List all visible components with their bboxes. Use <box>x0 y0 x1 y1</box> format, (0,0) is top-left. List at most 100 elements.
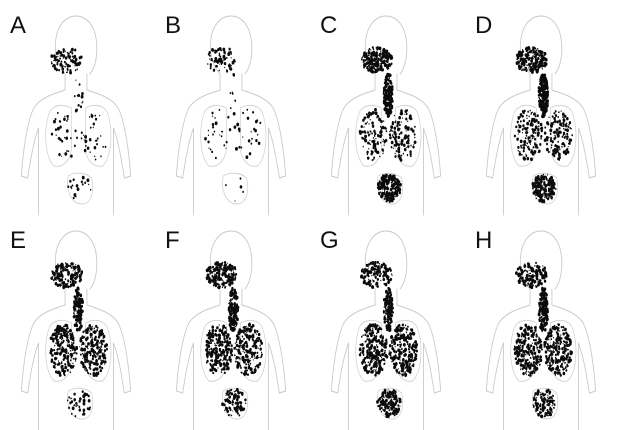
deposit-stomach <box>89 406 91 408</box>
deposit-lungs <box>212 123 214 126</box>
deposit-head <box>527 69 528 70</box>
deposit-lungs <box>85 370 86 372</box>
deposit-lungs <box>259 357 260 358</box>
deposit-head <box>213 278 215 280</box>
deposit-lungs <box>243 351 244 352</box>
deposit-lungs <box>55 128 57 131</box>
deposit-trachea <box>389 331 390 332</box>
deposit-head <box>218 70 219 72</box>
deposit-lungs <box>63 325 65 327</box>
deposit-lungs <box>259 363 261 366</box>
deposit-trachea <box>79 326 82 330</box>
deposit-lungs <box>93 330 96 334</box>
deposit-stomach <box>230 409 232 411</box>
deposit-lungs <box>360 344 362 346</box>
deposit-head <box>534 61 537 65</box>
deposit-head <box>56 271 57 272</box>
deposit-head <box>231 57 232 58</box>
deposit-head <box>525 284 526 286</box>
deposit-lungs <box>236 345 238 347</box>
deposit-stomach <box>387 408 388 409</box>
deposit-head <box>531 63 532 65</box>
deposit-lungs <box>376 324 378 327</box>
deposit-head <box>541 56 544 59</box>
deposit-lungs <box>406 368 409 372</box>
deposit-lungs <box>63 118 66 121</box>
deposit-lungs <box>249 365 251 367</box>
deposit-lungs <box>226 341 229 345</box>
deposit-lungs <box>389 133 391 136</box>
deposit-lungs <box>546 143 548 146</box>
deposit-head <box>65 266 66 268</box>
deposit-lungs <box>380 350 381 352</box>
deposit-head <box>57 56 58 58</box>
deposit-lungs <box>250 363 251 365</box>
deposit-trachea <box>390 89 393 93</box>
deposit-head <box>539 282 541 285</box>
deposit-lungs <box>104 344 107 347</box>
deposit-head <box>381 59 382 61</box>
deposit-trachea <box>231 293 233 295</box>
deposit-head <box>386 269 389 273</box>
deposit-head <box>224 286 226 288</box>
deposit-trachea <box>234 290 235 291</box>
deposit-head <box>212 60 213 62</box>
deposit-lungs <box>57 372 59 374</box>
deposit-head <box>235 276 236 277</box>
deposit-lungs <box>523 140 526 144</box>
deposit-lungs <box>550 137 552 139</box>
deposit-lungs <box>533 136 535 138</box>
deposit-lungs <box>56 357 58 359</box>
deposit-lungs <box>553 117 556 120</box>
deposit-stomach <box>236 395 238 398</box>
deposit-lungs <box>228 348 231 351</box>
deposit-head <box>388 52 390 54</box>
deposit-head <box>390 64 392 66</box>
deposit-stomach <box>235 403 237 405</box>
deposit-trachea <box>387 79 389 82</box>
deposit-head <box>541 51 543 54</box>
deposit-trachea <box>385 307 387 309</box>
deposit-lungs <box>376 332 377 334</box>
deposit-stomach <box>395 393 396 395</box>
deposit-stomach <box>548 194 550 196</box>
deposit-lungs <box>55 334 57 336</box>
deposit-lungs <box>405 367 406 369</box>
deposit-lungs <box>245 359 247 361</box>
deposit-head <box>215 266 218 269</box>
deposit-lungs <box>520 120 522 122</box>
deposit-lungs <box>399 124 401 126</box>
deposit-head <box>68 274 69 276</box>
deposit-lungs <box>65 137 68 140</box>
deposit-lungs <box>379 354 381 357</box>
deposit-lungs <box>405 324 406 326</box>
deposit-lungs <box>97 340 99 343</box>
deposit-lungs <box>211 112 213 115</box>
deposit-trachea <box>386 320 387 322</box>
deposit-lungs <box>93 362 95 365</box>
deposit-lungs <box>225 148 226 149</box>
deposit-lungs <box>254 329 256 332</box>
deposit-lungs <box>384 362 385 364</box>
deposit-head <box>223 57 226 61</box>
deposit-stomach <box>388 414 390 416</box>
deposit-lungs <box>368 148 369 149</box>
deposit-lungs <box>375 364 378 368</box>
deposit-trachea <box>543 82 545 84</box>
deposit-head <box>226 69 227 70</box>
deposit-head <box>215 59 218 63</box>
deposit-head <box>215 65 217 68</box>
deposit-lungs <box>400 333 401 334</box>
deposit-trachea <box>387 320 389 323</box>
deposit-lungs <box>404 371 406 373</box>
deposit-lungs <box>85 346 86 348</box>
deposit-lungs <box>60 352 61 354</box>
deposit-lungs <box>562 142 564 145</box>
deposit-lungs <box>261 352 262 354</box>
deposit-lungs <box>210 348 212 350</box>
deposit-trachea <box>546 104 548 107</box>
deposit-lungs <box>530 144 531 145</box>
deposit-lungs <box>56 341 59 345</box>
deposit-lungs <box>99 357 101 359</box>
deposit-lungs <box>413 342 414 343</box>
